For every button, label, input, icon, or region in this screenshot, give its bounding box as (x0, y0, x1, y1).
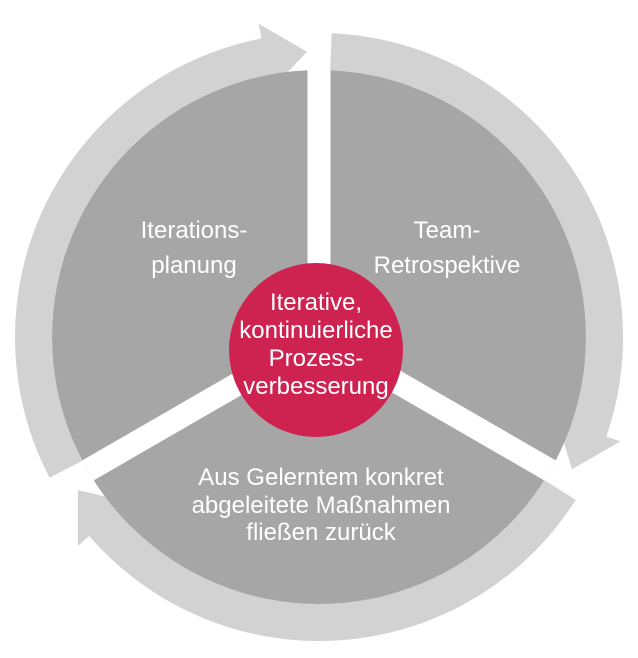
ring-arrow-right-clockwise (330, 33, 624, 470)
hub-label-line: Prozess- (269, 345, 364, 372)
segment-label-line: Team- (414, 217, 481, 244)
ring-arrow-bottom-clockwise (77, 480, 576, 642)
hub-label-line: Iterative, (270, 289, 362, 316)
segment-label-team-retrospektive: Team- Retrospektive (374, 217, 521, 279)
segment-label-line: Retrospektive (374, 252, 521, 279)
hub-circle (229, 263, 403, 437)
segment-label-line: Iterations- (141, 217, 248, 244)
segment-label-line: Aus Gelerntem konkret (198, 464, 444, 491)
hub-label: Iterative, kontinuierliche Prozess- verb… (239, 289, 392, 400)
hub-label-line: kontinuierliche (239, 317, 392, 344)
segment-label-line: fließen zurück (246, 519, 396, 546)
segment-label-massnahmen: Aus Gelerntem konkret abgeleitete Maßnah… (192, 464, 451, 546)
segment-label-line: planung (151, 252, 236, 279)
ring-arrow-left-clockwise (15, 23, 307, 478)
hub-label-line: verbesserung (243, 373, 388, 400)
outer-ring-arrows (15, 23, 624, 642)
segment-label-iterationsplanung: Iterations- planung (141, 217, 248, 279)
segment-label-line: abgeleitete Maßnahmen (192, 492, 451, 519)
